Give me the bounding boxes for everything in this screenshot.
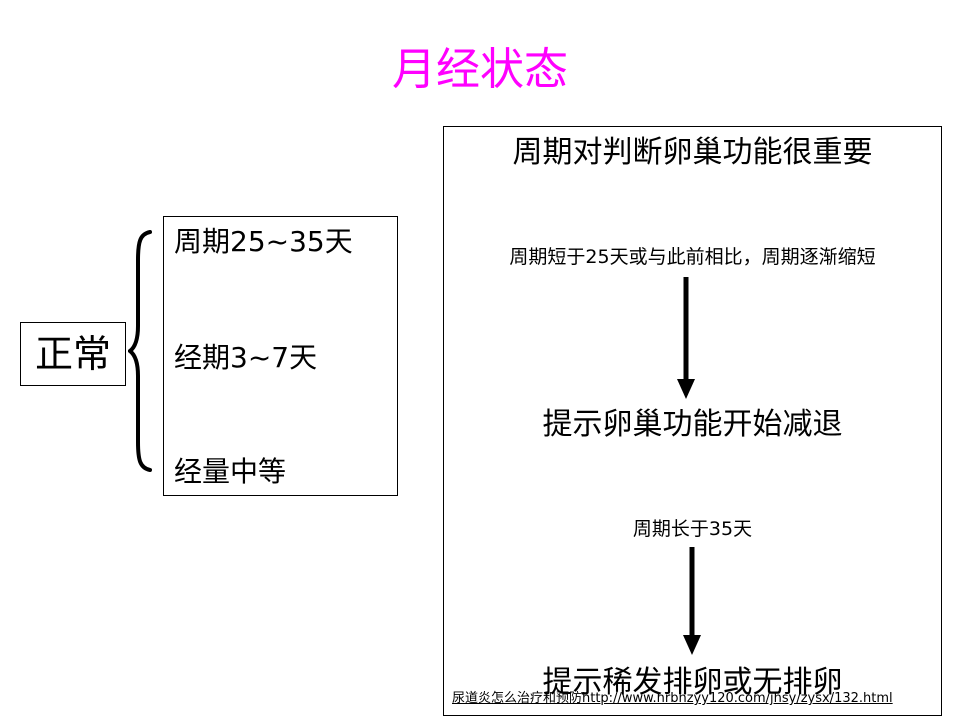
normal-label-box: 正常 <box>20 322 126 386</box>
criteria-item-volume: 经量中等 <box>174 455 287 488</box>
normal-criteria-box: 周期25~35天 经期3~7天 经量中等 <box>163 216 398 496</box>
condition-long-cycle: 周期长于35天 <box>632 518 753 540</box>
curly-brace-icon <box>128 230 152 472</box>
criteria-item-duration: 经期3~7天 <box>174 341 318 374</box>
normal-label: 正常 <box>34 332 111 376</box>
page-title: 月经状态 <box>392 44 568 95</box>
cycle-significance-panel: 周期对判断卵巢功能很重要 周期短于25天或与此前相比，周期逐渐缩短 提示卵巢功能… <box>443 126 942 716</box>
panel-heading: 周期对判断卵巢功能很重要 <box>512 135 873 170</box>
footer-link[interactable]: 尿道炎怎么治疗和预防http://www.hrbnzyy120.com/jhsy… <box>452 691 893 706</box>
criteria-item-cycle: 周期25~35天 <box>174 225 353 258</box>
result-ovarian-decline: 提示卵巢功能开始减退 <box>542 407 843 442</box>
arrow-down-icon <box>683 547 701 655</box>
arrow-down-icon <box>677 277 695 399</box>
result-anovulation: 提示稀发排卵或无排卵 <box>542 665 843 700</box>
condition-short-cycle: 周期短于25天或与此前相比，周期逐渐缩短 <box>509 246 876 268</box>
